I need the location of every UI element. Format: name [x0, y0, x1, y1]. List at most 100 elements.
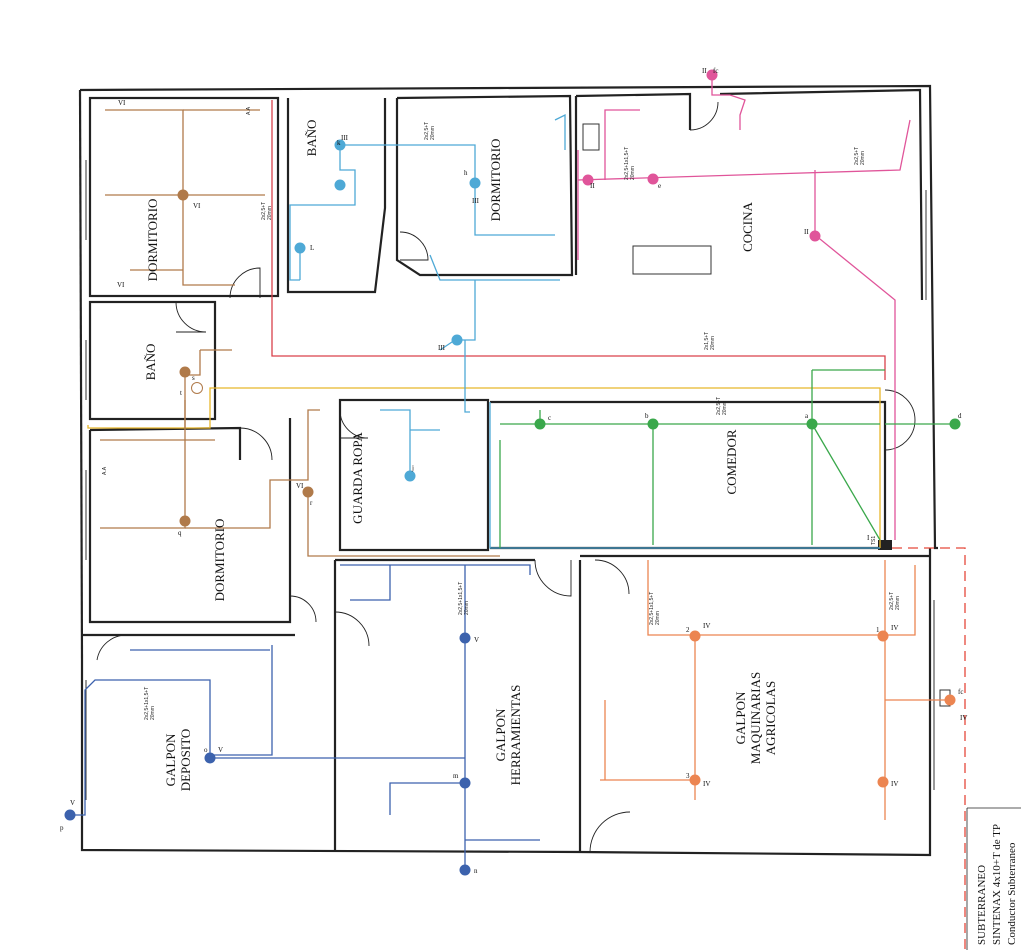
note-ts1: TS1 [871, 536, 877, 545]
light-exterior-comedor [949, 418, 961, 430]
kitchen-counter [632, 245, 712, 275]
wall-guarda-ropa [338, 398, 490, 552]
label-galpon-deposito-2: DEPOSITO [178, 729, 193, 792]
light-maq-2 [877, 630, 889, 642]
door-herramientas [334, 611, 370, 647]
sym-iii-1: III [341, 134, 349, 142]
sym-vi-2: VI [117, 281, 125, 289]
door-dorm3-b [289, 595, 317, 623]
sym-iv-4: IV [891, 780, 898, 788]
sym-p: p [60, 824, 64, 832]
note-aa-1: A.A [246, 106, 252, 115]
sym-3: 3 [686, 772, 690, 780]
subterraneo-line2: Conductor Subterraneo [1006, 842, 1018, 945]
label-dormitorio-2: DORMITORIO [488, 139, 503, 222]
cable-note-2: 2x2,5+T [424, 122, 430, 140]
sym-iv-1: IV [703, 622, 710, 630]
sym-d: d [958, 412, 962, 420]
circuit-cyan [289, 113, 880, 549]
light-bano2 [179, 366, 191, 378]
sym-iv-5: IV [960, 714, 967, 722]
label-galpon-deposito-1: GALPON [163, 733, 178, 786]
label-dormitorio-1: DORMITORIO [145, 199, 160, 282]
cable-note-5: 2x1,5+T [704, 332, 710, 350]
light-cocina-1 [582, 174, 594, 186]
door-maquinarias [594, 559, 630, 595]
sym-o: o [204, 746, 208, 754]
label-guarda-ropa: GUARDA ROPA [350, 432, 365, 524]
outer-wall-left-lower [80, 660, 581, 854]
subterraneo-note: SUBTERRANEO SINTENAX 4x10+T de TP Conduc… [966, 807, 1021, 950]
green-nodes [534, 418, 961, 430]
wall-bano-1 [286, 98, 387, 294]
room-labels: DORMITORIO BAÑO DORMITORIO COCINA BAÑO D… [143, 120, 778, 792]
cable-note-6b: 20mm [722, 401, 728, 415]
sym-fc-2: fc [958, 688, 963, 696]
light-exterior-cocina [706, 69, 718, 81]
sym-b: b [645, 412, 649, 420]
sym-h: h [464, 169, 468, 177]
light-comedor-2 [647, 418, 659, 430]
light-cocina-3 [809, 230, 821, 242]
label-galpon-maquinarias-1: GALPON [733, 691, 748, 744]
sym-q: q [178, 529, 182, 537]
sym-j: j [411, 464, 414, 472]
light-deposito-ext [64, 809, 76, 821]
light-bano2-b [191, 382, 203, 394]
outer-wall-top-right [79, 84, 938, 550]
label-bano-1: BAÑO [304, 120, 319, 157]
sink [582, 123, 600, 151]
sym-fc-1: fc [713, 67, 718, 75]
sym-ii-1: II [590, 182, 595, 190]
wall-cocina-left [575, 92, 692, 130]
cable-note-9b: 20mm [655, 611, 661, 625]
sym-a: a [805, 412, 809, 420]
sym-iii-3: III [438, 344, 446, 352]
light-deposito [204, 752, 216, 764]
cable-note-6: 2x2,5+T [716, 397, 722, 415]
cable-note-7: 2x2,5+1x1,5+T [458, 582, 464, 615]
light-pasillo [451, 334, 463, 346]
cable-note-3b: 20mm [630, 166, 636, 180]
light-herramientas-ext [459, 864, 471, 876]
wall-dormitorio-1 [88, 96, 280, 298]
light-dorm3 [179, 515, 191, 527]
circuit-subterraneo [892, 547, 966, 950]
label-galpon-maquinarias-3: AGRICOLAS [763, 681, 778, 755]
sym-iv-3: IV [703, 780, 710, 788]
sym-m: m [453, 772, 459, 780]
cable-note-9: 2x2,5+1x1,5+T [649, 592, 655, 625]
light-bano1-c [294, 242, 306, 254]
wall-dorm3-top [89, 426, 242, 460]
wall-dorm3-box [88, 418, 292, 624]
sym-ii-3: II [804, 228, 809, 236]
light-bano1 [334, 139, 346, 151]
label-galpon-herramientas-2: HERRAMIENTAS [508, 685, 523, 786]
circuit-navy [70, 564, 540, 870]
door-comedor-ext [884, 389, 916, 421]
sym-1: 1 [876, 626, 880, 634]
cyan-nodes [294, 139, 481, 482]
doors [96, 101, 916, 853]
cable-notes: A.A A.A TS1 2x2,5+T 20mm 2x2,5+T 20mm 2x… [102, 106, 901, 720]
light-dorm2 [469, 177, 481, 189]
door-bano2 [175, 301, 207, 333]
sym-iii-2: III [472, 197, 480, 205]
cable-note-8b: 20mm [150, 706, 156, 720]
outer-wall-left-upper [78, 89, 84, 661]
sym-e: e [658, 182, 661, 190]
sym-ii-2: II [702, 67, 707, 75]
sym-vi-3: VI [193, 202, 201, 210]
light-dorm1 [177, 189, 189, 201]
sym-s: s [192, 374, 195, 382]
light-maq-3 [689, 774, 701, 786]
door-comedor-ext-2 [884, 419, 916, 451]
sym-vi-4: VI [296, 482, 304, 490]
outer-wall-bottom-right [579, 548, 932, 857]
sym-2: 2 [686, 626, 690, 634]
sym-v-1: V [474, 636, 479, 644]
wall-cocina-right [719, 88, 924, 301]
light-comedor-1 [534, 418, 546, 430]
cable-note-10: 2x2,5+T [889, 592, 895, 610]
pink-nodes [582, 69, 821, 242]
